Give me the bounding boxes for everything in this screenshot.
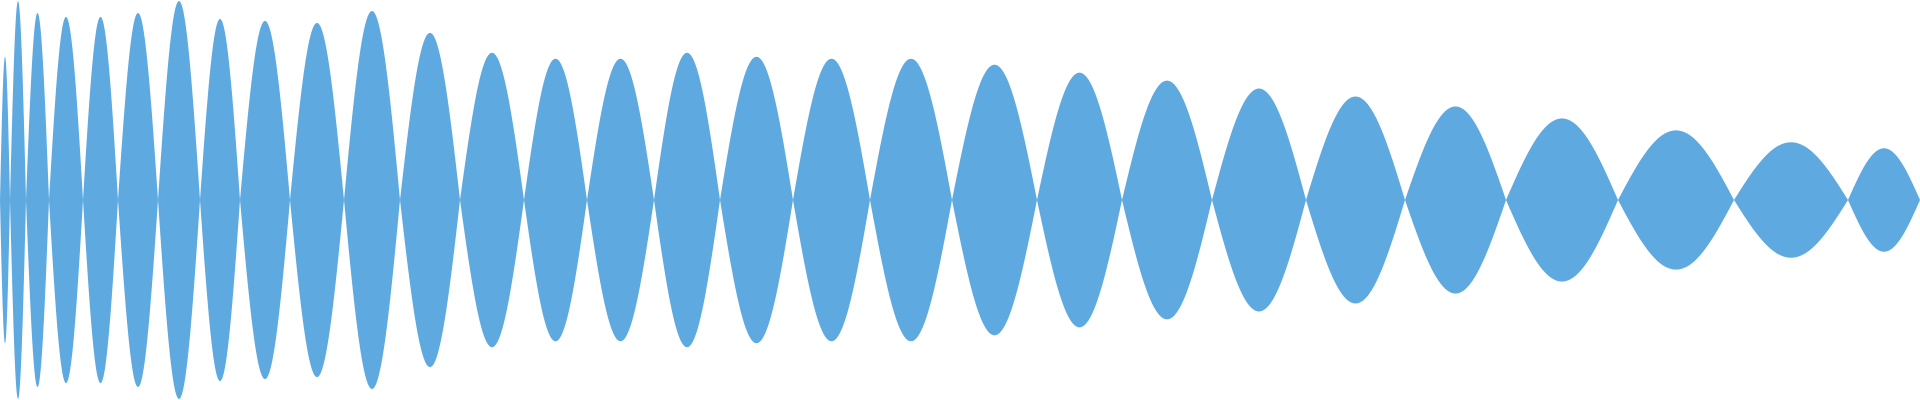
waveform-lobe	[720, 56, 793, 344]
waveform-lobe	[400, 32, 460, 368]
waveform-lobe	[1306, 96, 1405, 304]
waveform-lobe	[587, 58, 654, 342]
waveform-lobe	[460, 52, 524, 348]
waveform-lobe	[1506, 118, 1618, 282]
waveform-lobe	[26, 12, 49, 388]
waveform-lobe	[10, 1, 26, 399]
waveform-lobe	[1734, 142, 1848, 258]
waveform-lobe	[200, 18, 240, 382]
waveform-lobe	[1405, 106, 1506, 294]
waveform-lobe	[49, 16, 83, 384]
waveform-lobe	[1037, 72, 1122, 328]
waveform-lobe	[870, 58, 952, 342]
waveform-lobe	[1848, 148, 1920, 252]
waveform-lobe	[793, 58, 870, 342]
waveform-lobe	[0, 56, 10, 344]
waveform-lobe	[118, 12, 158, 388]
waveform-lobe	[1122, 80, 1212, 320]
waveform-lobe	[1212, 88, 1306, 312]
waveform-lobe	[158, 1, 200, 399]
waveform-lobe	[83, 16, 118, 384]
waveform-lobe	[524, 58, 587, 342]
waveform-lobe	[290, 22, 344, 378]
waveform-lobe	[952, 64, 1037, 336]
waveform-lobe	[654, 52, 720, 348]
waveform-lobe	[1618, 130, 1734, 270]
waveform-lobe	[240, 20, 290, 380]
waveform-lobe	[344, 10, 400, 390]
